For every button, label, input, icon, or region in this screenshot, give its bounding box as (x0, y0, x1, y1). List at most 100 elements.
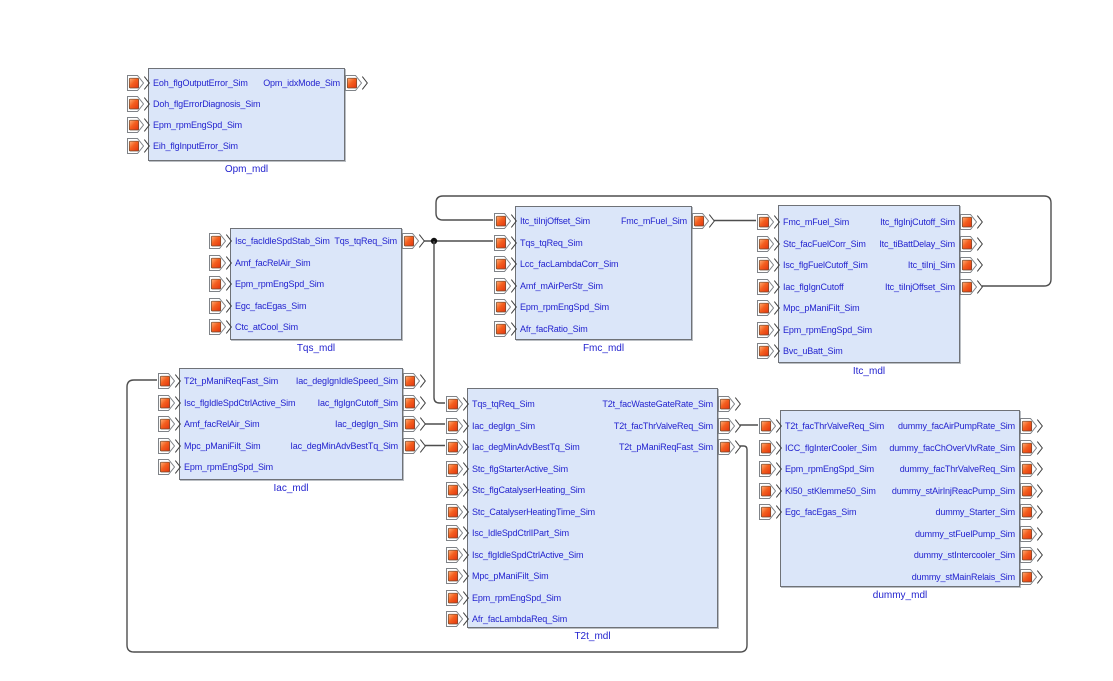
input-signal-label: Isc_flgIdleSpdCtrlActive_Sim (472, 549, 584, 560)
output-port-Itc_flgInjCutoff_Sim[interactable] (960, 214, 983, 230)
output-port-T2t_facWasteGateRate_Sim[interactable] (718, 396, 741, 412)
input-port-Amf_facRelAir_Sim[interactable] (209, 254, 232, 271)
output-port-icon (402, 233, 425, 249)
input-port-Mpc_pManiFilt_Sim[interactable] (757, 300, 780, 316)
output-port-dummy_stMainRelais_Sim[interactable] (1020, 568, 1043, 585)
output-port-Itc_tiBattDelay_Sim[interactable] (960, 235, 983, 252)
block-name-label: Opm_mdl (224, 164, 269, 175)
input-port-Stc_flgCatalyserHeating_Sim[interactable] (446, 482, 469, 498)
input-signal-label: Bvc_uBatt_Sim (783, 346, 843, 356)
output-port-Iac_degIgn_Sim[interactable] (403, 416, 426, 432)
output-port-dummy_facChOverVlvRate_Sim[interactable] (1020, 439, 1043, 456)
output-port-T2t_facThrValveReq_Sim[interactable] (718, 417, 741, 434)
input-port-Fmc_mFuel_Sim[interactable] (757, 214, 780, 230)
input-port-Ctc_atCool_Sim[interactable] (209, 319, 232, 335)
output-port-dummy_Starter_Sim[interactable] (1020, 504, 1043, 520)
input-signal-label: Eih_flgInputError_Sim (153, 141, 238, 151)
input-port-Amf_facRelAir_Sim[interactable] (158, 416, 181, 432)
input-port-Eoh_flgOutputError_Sim[interactable] (127, 75, 150, 91)
input-port-T2t_facThrValveReq_Sim[interactable] (759, 418, 782, 434)
input-port-Doh_flgErrorDiagnosis_Sim[interactable] (127, 96, 150, 112)
input-port-Mpc_pManiFilt_Sim[interactable] (446, 568, 469, 584)
output-signal-label: Tqs_tqReq_Sim (334, 236, 397, 246)
input-port-Epm_rpmEngSpd_Sim[interactable] (446, 589, 469, 606)
input-signal-label: Iac_degIgn_Sim (472, 420, 535, 431)
input-port-Afr_facRatio_Sim[interactable] (494, 320, 517, 337)
output-port-Fmc_mFuel_Sim[interactable] (692, 213, 715, 229)
input-port-Itc_tiInjOffset_Sim[interactable] (494, 213, 517, 229)
output-port-dummy_stAirInjReacPump_Sim[interactable] (1020, 482, 1043, 499)
output-signal-label: dummy_stMainRelais_Sim (911, 571, 1015, 582)
input-port-Amf_mAirPerStr_Sim[interactable] (494, 277, 517, 294)
output-port-Iac_degIgnIdleSpeed_Sim[interactable] (403, 373, 426, 389)
input-port-Epm_rpmEngSpd_Sim[interactable] (158, 459, 181, 475)
input-port-Egc_facEgas_Sim[interactable] (759, 504, 782, 520)
input-signal-label: Amf_mAirPerStr_Sim (520, 280, 603, 291)
input-port-Mpc_pManiFilt_Sim[interactable] (158, 437, 181, 454)
output-port-Tqs_tqReq_Sim[interactable] (402, 233, 425, 249)
input-port-Epm_rpmEngSpd_Sim[interactable] (209, 276, 232, 292)
input-port-Isc_flgIdleSpdCtrlActive_Sim[interactable] (446, 546, 469, 563)
input-port-Epm_rpmEngSpd_Sim[interactable] (759, 461, 782, 477)
wire-Tqs_tqReq-to-T2t[interactable] (433, 241, 445, 404)
output-port-dummy_facThrValveReq_Sim[interactable] (1020, 461, 1043, 477)
input-port-icon (446, 611, 469, 627)
input-port-Stc_flgStarterActive_Sim[interactable] (446, 460, 469, 477)
input-port-Epm_rpmEngSpd_Sim[interactable] (757, 321, 780, 338)
input-port-Iac_degMinAdvBestTq_Sim[interactable] (446, 439, 469, 455)
output-port-Opm_idxMode_Sim[interactable] (345, 75, 368, 91)
input-port-Stc_facFuelCorr_Sim[interactable] (757, 235, 780, 252)
output-port-Itc_tiInjOffset_Sim[interactable] (960, 278, 983, 295)
input-port-Epm_rpmEngSpd_Sim[interactable] (127, 117, 150, 133)
output-signal-label: Iac_degIgnIdleSpeed_Sim (295, 376, 398, 386)
input-port-Isc_facIdleSpdStab_Sim[interactable] (209, 233, 232, 249)
input-port-Tqs_tqReq_Sim[interactable] (446, 396, 469, 412)
output-port-icon (1020, 525, 1043, 542)
wire-Itc_tiInjOffset-to-Fmc[interactable] (435, 195, 1052, 287)
input-port-icon (209, 254, 232, 271)
input-port-Kl50_stKlemme50_Sim[interactable] (759, 482, 782, 499)
input-port-icon (446, 396, 469, 412)
wire-T2t_pManiReqFast-to-Iac[interactable] (126, 379, 748, 653)
input-port-icon (494, 277, 517, 294)
input-port-ICC_flgInterCooler_Sim[interactable] (759, 439, 782, 456)
input-port-Isc_flgIdleSpdCtrlActive_Sim[interactable] (158, 394, 181, 411)
output-port-Itc_tiInj_Sim[interactable] (960, 257, 983, 273)
input-port-icon (446, 568, 469, 584)
input-port-Bvc_uBatt_Sim[interactable] (757, 343, 780, 359)
input-port-Isc_flgFuelCutoff_Sim[interactable] (757, 257, 780, 273)
input-signal-label: Egc_facEgas_Sim (235, 300, 307, 311)
input-signal-label: Doh_flgErrorDiagnosis_Sim (153, 99, 261, 109)
input-port-Tqs_tqReq_Sim[interactable] (494, 234, 517, 251)
output-port-Iac_flgIgnCutoff_Sim[interactable] (403, 394, 426, 411)
input-port-Eih_flgInputError_Sim[interactable] (127, 138, 150, 154)
input-signal-label: Isc_flgIdleSpdCtrlActive_Sim (184, 397, 296, 408)
input-port-Lcc_facLambdaCorr_Sim[interactable] (494, 256, 517, 272)
input-port-Isc_IdleSpdCtrlIPart_Sim[interactable] (446, 525, 469, 541)
input-port-Egc_facEgas_Sim[interactable] (209, 297, 232, 314)
output-signal-label: dummy_facAirPumpRate_Sim (898, 421, 1015, 431)
input-port-Epm_rpmEngSpd_Sim[interactable] (494, 299, 517, 315)
input-port-icon (127, 96, 150, 112)
input-port-icon (446, 503, 469, 520)
input-port-T2t_pManiReqFast_Sim[interactable] (158, 373, 181, 389)
output-port-Iac_degMinAdvBestTq_Sim[interactable] (403, 437, 426, 454)
input-port-Iac_degIgn_Sim[interactable] (446, 417, 469, 434)
output-port-dummy_stFuelPump_Sim[interactable] (1020, 525, 1043, 542)
input-signal-label: Stc_flgCatalyserHeating_Sim (472, 485, 586, 495)
input-port-Afr_facLambdaReq_Sim[interactable] (446, 611, 469, 627)
output-port-T2t_pManiReqFast_Sim[interactable] (718, 439, 741, 455)
input-port-Stc_CatalyserHeatingTime_Sim[interactable] (446, 503, 469, 520)
output-port-dummy_facAirPumpRate_Sim[interactable] (1020, 418, 1043, 434)
output-port-dummy_stIntercooler_Sim[interactable] (1020, 547, 1043, 563)
input-port-Iac_flgIgnCutoff[interactable] (757, 278, 780, 295)
input-port-icon (494, 256, 517, 272)
